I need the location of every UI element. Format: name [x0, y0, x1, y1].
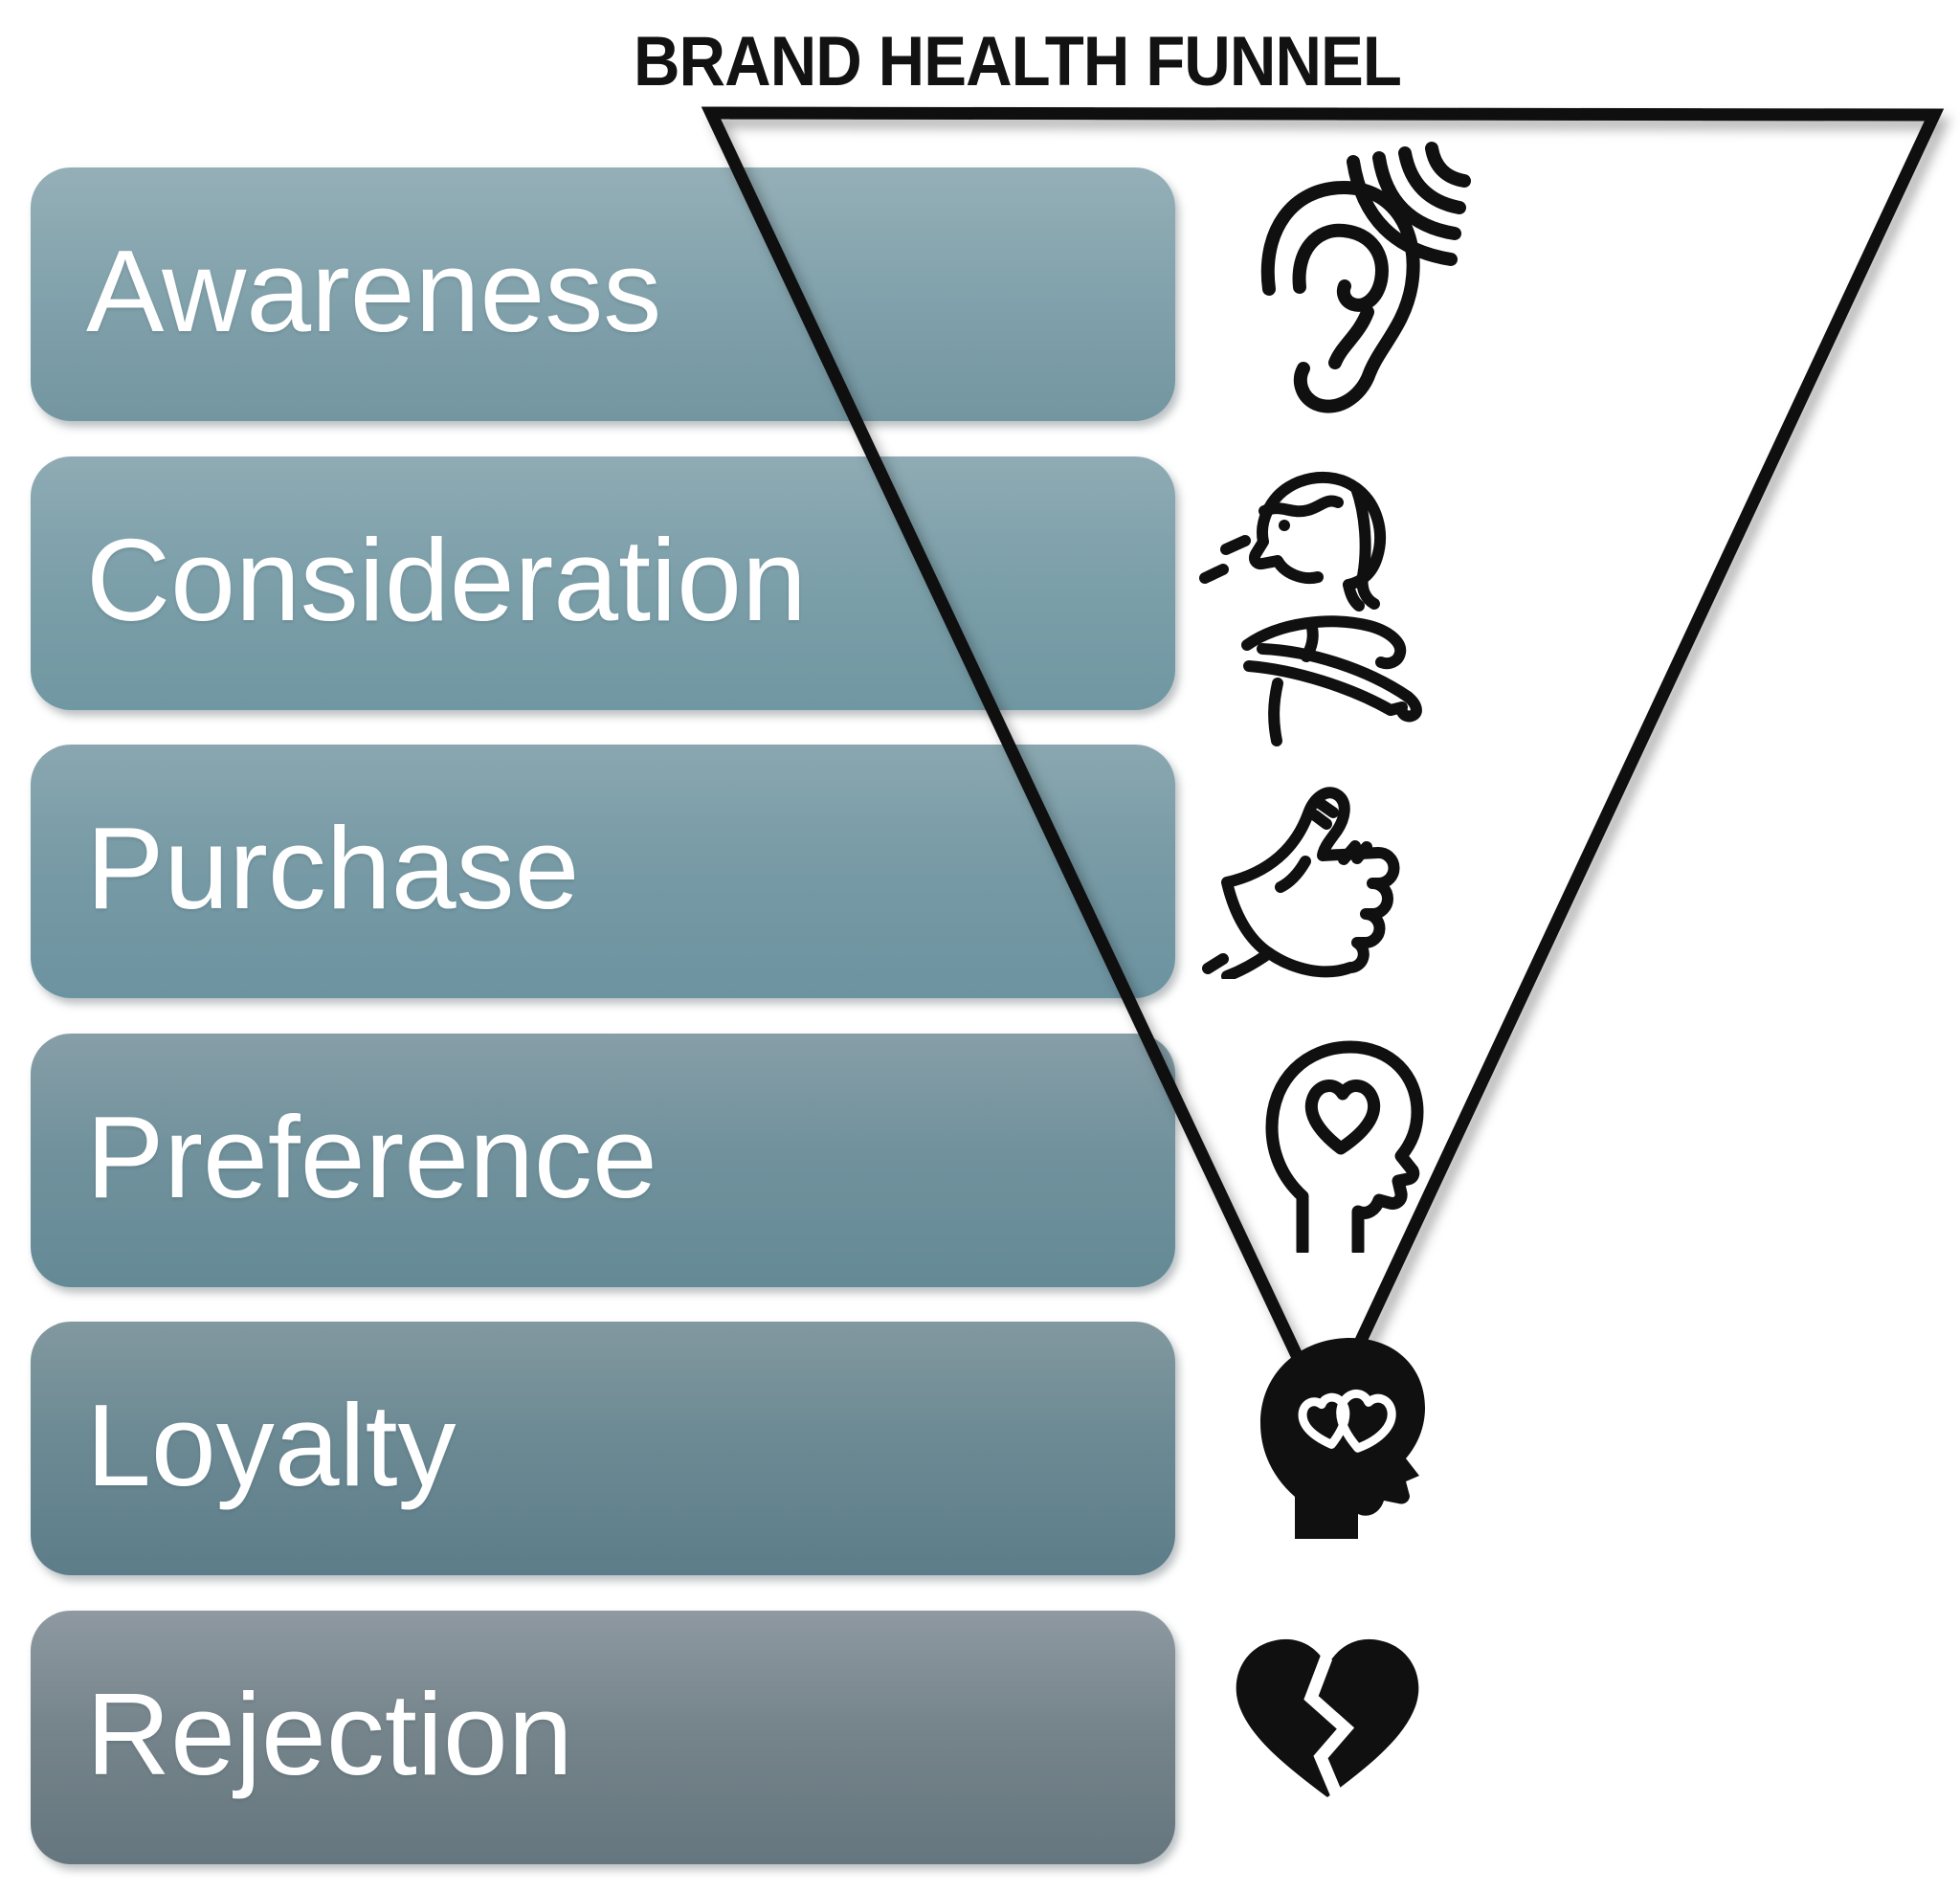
stage-label: Awareness: [86, 225, 662, 356]
stage-row-rejection: Rejection: [31, 1611, 1175, 1864]
stage-row-awareness: Awareness: [31, 167, 1175, 421]
stage-row-consideration: Consideration: [31, 456, 1175, 710]
ear-listening-icon: [1236, 134, 1476, 426]
head-with-heart-icon: [1228, 1018, 1424, 1253]
thumbs-up-icon: [1198, 745, 1455, 979]
stage-label: Consideration: [86, 514, 807, 645]
broken-heart-icon: [1215, 1610, 1440, 1801]
stage-row-loyalty: Loyalty: [31, 1322, 1175, 1575]
person-glancing-icon: [1192, 461, 1450, 748]
head-with-linked-hearts-icon: [1228, 1311, 1443, 1541]
stage-row-preference: Preference: [31, 1034, 1175, 1287]
stage-label: Loyalty: [86, 1379, 457, 1510]
stage-label: Preference: [86, 1091, 657, 1222]
stage-label: Purchase: [86, 802, 580, 933]
stage-label: Rejection: [86, 1668, 573, 1799]
diagram-title: BRAND HEALTH FUNNEL: [633, 23, 1402, 100]
stage-row-purchase: Purchase: [31, 745, 1175, 998]
